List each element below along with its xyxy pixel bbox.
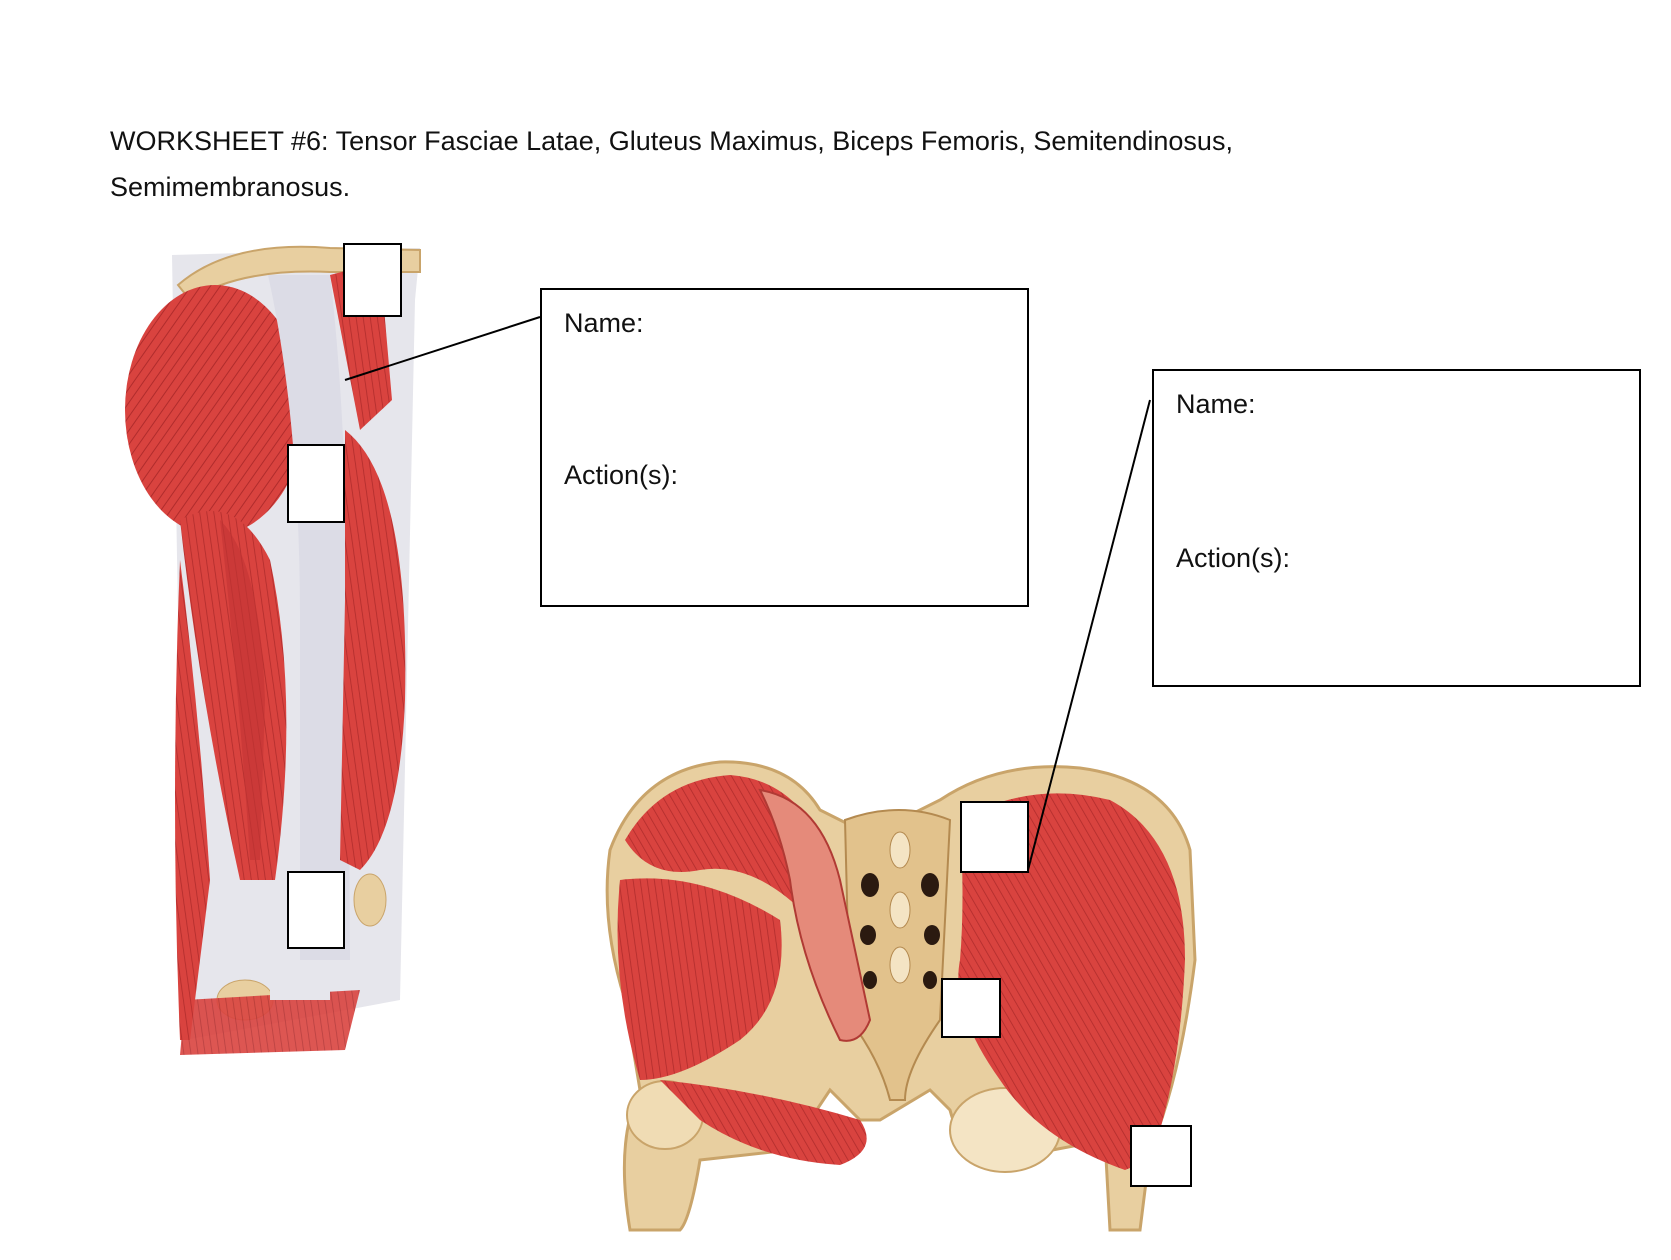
leader-line-2 [1027, 399, 1151, 871]
name-label: Name: [1176, 389, 1256, 419]
label-box-5[interactable] [941, 978, 1001, 1038]
action-label: Action(s): [564, 460, 679, 490]
info-box-1: Name: Action(s): [540, 288, 1029, 607]
info-box-2: Name: Action(s): [1152, 369, 1641, 687]
label-box-4[interactable] [960, 801, 1029, 873]
label-box-3[interactable] [287, 871, 345, 949]
worksheet-title-line-1: WORKSHEET #6: Tensor Fasciae Latae, Glut… [110, 126, 1233, 156]
worksheet-title-line-2: Semimembranosus. [110, 172, 351, 202]
label-box-6[interactable] [1130, 1125, 1192, 1187]
worksheet-title: WORKSHEET #6: Tensor Fasciae Latae, Glut… [110, 118, 1410, 210]
action-label: Action(s): [1176, 543, 1291, 573]
label-box-1[interactable] [343, 243, 402, 317]
label-box-2[interactable] [287, 444, 345, 523]
name-label: Name: [564, 308, 644, 338]
leader-line-1 [344, 316, 541, 381]
thigh-lateral-illustration [125, 245, 421, 1055]
pelvis-posterior-illustration [605, 760, 1197, 1232]
